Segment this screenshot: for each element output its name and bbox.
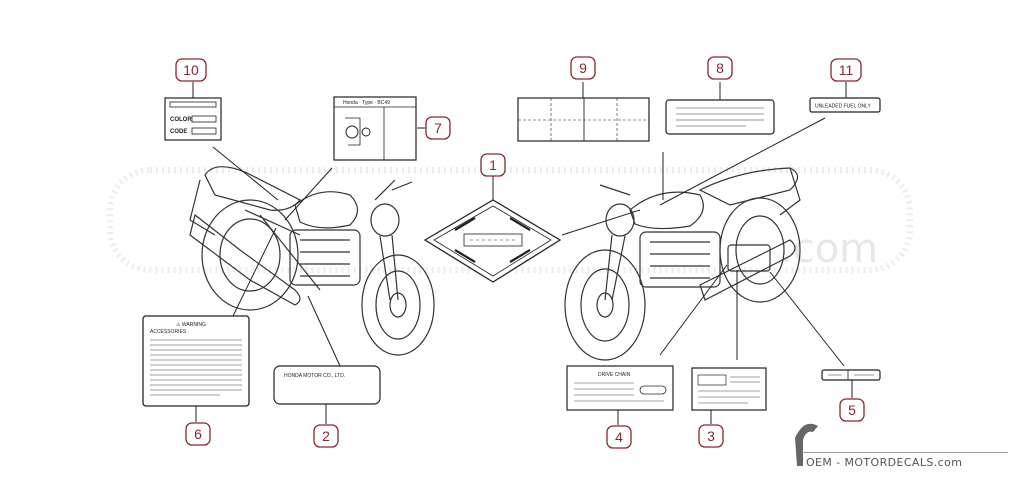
motorcycle-left-illustration bbox=[189, 166, 435, 356]
decal-lines-label bbox=[665, 99, 775, 135]
callout-2-number: 2 bbox=[322, 428, 330, 444]
callout-11-number: 11 bbox=[839, 62, 854, 78]
callout-1: 1 bbox=[480, 153, 506, 177]
decal-drive-chain: DRIVE CHAIN bbox=[566, 365, 674, 411]
color-label: COLOR bbox=[170, 117, 192, 123]
code-label: CODE bbox=[170, 129, 187, 135]
drive-chain-title: DRIVE CHAIN bbox=[598, 372, 631, 378]
brand-text: OEM - MOTORDECALS.com bbox=[806, 456, 963, 469]
decal-unleaded-fuel: UNLEADED FUEL ONLY bbox=[809, 97, 881, 113]
decal-diamond-emblem bbox=[423, 199, 562, 283]
callout-9-number: 9 bbox=[579, 60, 587, 76]
callout-8-number: 8 bbox=[716, 60, 724, 76]
leader-lines bbox=[192, 82, 853, 425]
callout-5: 5 bbox=[839, 398, 865, 422]
brand-footer: OEM - MOTORDECALS.com bbox=[788, 442, 1008, 482]
callout-1-number: 1 bbox=[489, 157, 497, 173]
type-label-header: Honda · Type · BC49 bbox=[343, 100, 390, 106]
decal-four-panel bbox=[517, 97, 650, 142]
callout-7: 7 bbox=[425, 116, 451, 140]
callout-2: 2 bbox=[313, 424, 339, 448]
brand-divider bbox=[802, 452, 1008, 453]
warning-subtitle: ACCESSORIES bbox=[150, 329, 187, 335]
decal-small-pair bbox=[821, 369, 881, 381]
unleaded-label-text: UNLEADED FUEL ONLY bbox=[815, 104, 872, 110]
callout-3: 3 bbox=[698, 424, 724, 448]
callout-6: 6 bbox=[185, 422, 211, 446]
callout-8: 8 bbox=[707, 56, 733, 80]
decal-warning-accessories: ⚠ WARNING ACCESSORIES bbox=[142, 315, 250, 407]
decal-side-panel-label bbox=[691, 367, 767, 411]
callout-4: 4 bbox=[606, 425, 632, 449]
callout-3-number: 3 bbox=[707, 428, 715, 444]
maker-text: HONDA MOTOR CO., LTD. bbox=[284, 373, 345, 379]
callout-4-number: 4 bbox=[615, 429, 623, 445]
callout-7-number: 7 bbox=[434, 120, 442, 136]
callout-11: 11 bbox=[830, 58, 862, 82]
callout-10: 10 bbox=[175, 58, 207, 82]
decal-maker-plate: HONDA MOTOR CO., LTD. bbox=[273, 365, 381, 405]
brand-logo-icon bbox=[795, 423, 818, 466]
motorcycle-right-illustration bbox=[564, 167, 801, 361]
callout-9: 9 bbox=[570, 56, 596, 80]
callout-10-number: 10 bbox=[183, 62, 199, 78]
callout-5-number: 5 bbox=[848, 402, 856, 418]
decal-type-label: Honda · Type · BC49 bbox=[333, 96, 417, 161]
warning-title: ⚠ WARNING bbox=[176, 322, 206, 328]
callout-6-number: 6 bbox=[194, 426, 202, 442]
svg-text:.com: .com bbox=[780, 226, 878, 272]
decal-color-code: COLOR CODE bbox=[164, 97, 222, 141]
